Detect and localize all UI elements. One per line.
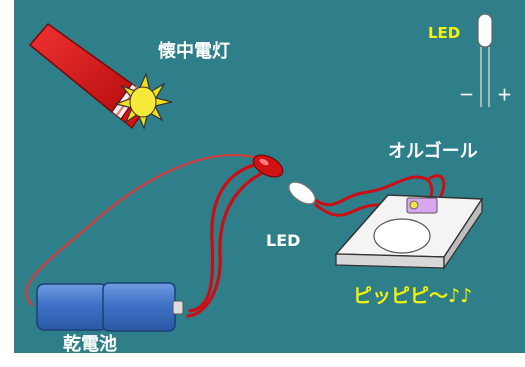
music-box-icon bbox=[334, 194, 484, 271]
plus-sign: ＋ bbox=[497, 86, 512, 104]
led-legend bbox=[477, 13, 493, 107]
battery-icon bbox=[36, 282, 184, 332]
led-label: LED bbox=[266, 231, 300, 250]
wires bbox=[25, 154, 446, 318]
music-box-label: オルゴール bbox=[388, 140, 478, 162]
flashlight-icon bbox=[28, 22, 173, 130]
sound-label: ピッピピ～♪♪ bbox=[353, 285, 472, 307]
led-legend-label: LED bbox=[428, 24, 460, 42]
wire-battery-lower bbox=[186, 168, 270, 318]
minus-sign: － bbox=[459, 86, 474, 104]
bottom-margin bbox=[14, 353, 525, 367]
wire-battery-upper bbox=[188, 161, 264, 313]
led-icon bbox=[252, 154, 316, 205]
flashlight-label: 懐中電灯 bbox=[158, 40, 230, 62]
wire-thin-left bbox=[25, 154, 267, 307]
wire-musicbox-1 bbox=[310, 175, 434, 208]
battery-label: 乾電池 bbox=[63, 333, 117, 355]
